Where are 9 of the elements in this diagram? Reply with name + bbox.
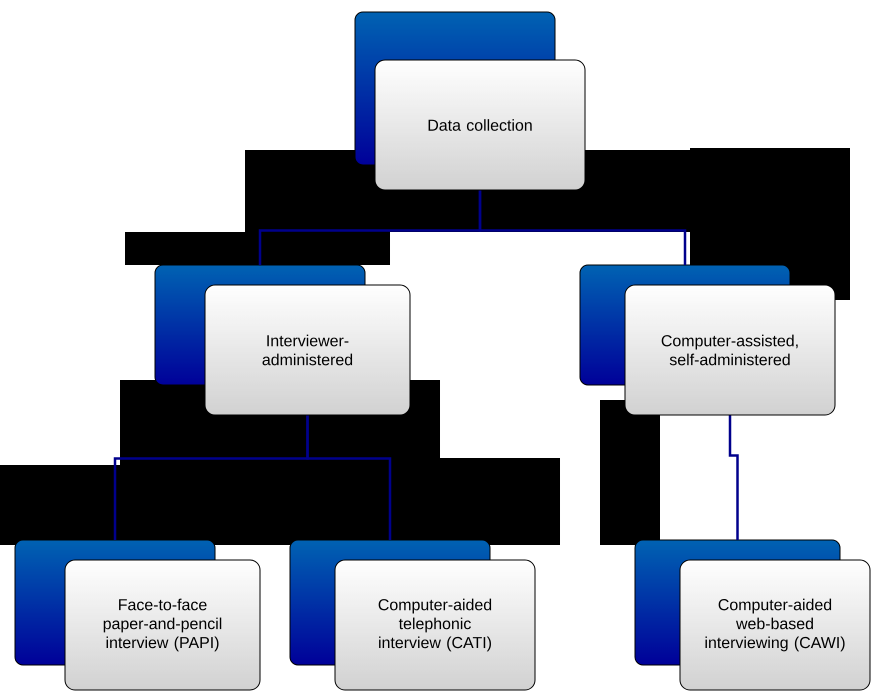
process-box: Data collection — [354, 12, 586, 190]
connector-line — [728, 416, 739, 540]
process-box: Computer-aided telephonic interview (CATI) — [290, 540, 536, 690]
connector-line — [306, 416, 392, 540]
connector-line — [478, 190, 686, 265]
process-box: Computer-aided web-based interviewing (CAWI) — [634, 540, 870, 690]
process-box: Computer-assisted, self-administered — [580, 264, 836, 416]
process-box: Face-to-face paper-and-pencil interview (PAPI) — [14, 540, 260, 690]
process-box: Interviewer-administered — [154, 264, 410, 416]
